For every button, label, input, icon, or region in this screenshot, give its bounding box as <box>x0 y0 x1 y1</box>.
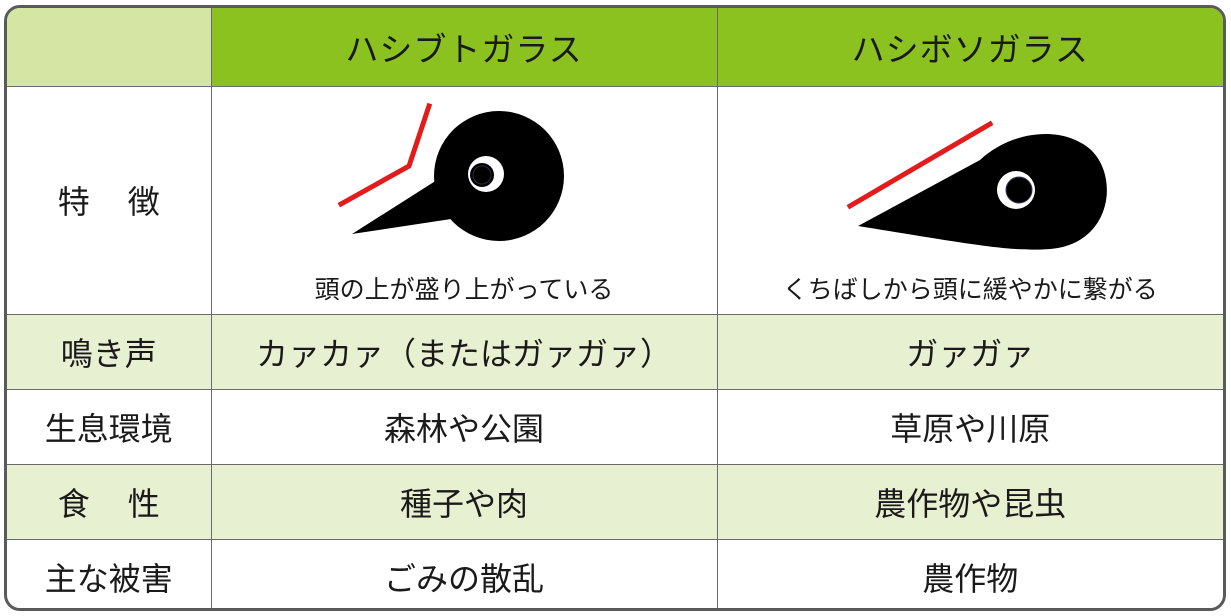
jungle-crow-head-icon <box>337 102 564 241</box>
features-caption-jungle-crow: 頭の上が盛り上がっている <box>314 275 614 304</box>
row-label-diet: 食性 <box>7 463 212 540</box>
table-cell: 草原や川原 <box>716 388 1223 465</box>
table-cell: 農作物や昆虫 <box>716 463 1223 540</box>
table-cell: 種子や肉 <box>210 463 718 540</box>
column-header-carrion-crow: ハシボソガラス <box>716 8 1223 87</box>
comparison-table-frame: ハシブトガラス ハシボソガラス 特徴 頭の上が盛り上がっている <box>4 5 1226 611</box>
row-label-features: 特徴 <box>7 85 212 315</box>
forehead-outline-line <box>337 102 433 208</box>
row-label-habitat: 生息環境 <box>7 388 212 465</box>
table-cell: ごみの散乱 <box>210 538 718 608</box>
features-row: 特徴 頭の上が盛り上がっている <box>7 85 1223 315</box>
table-cell: 農作物 <box>716 538 1223 608</box>
header-row: ハシブトガラス ハシボソガラス <box>7 8 1223 87</box>
table-row-habitat: 生息環境 森林や公園 草原や川原 <box>7 388 1223 465</box>
features-cell-carrion-crow: くちばしから頭に緩やかに繋がる <box>716 85 1223 315</box>
header-corner-cell <box>7 8 212 87</box>
table-row-diet: 食性 種子や肉 農作物や昆虫 <box>7 463 1223 540</box>
table-cell: カァカァ（またはガァガァ） <box>210 313 718 390</box>
row-label-damage: 主な被害 <box>7 538 212 608</box>
forehead-outline-line <box>846 120 994 210</box>
features-cell-jungle-crow: 頭の上が盛り上がっている <box>210 85 718 315</box>
table-cell: 森林や公園 <box>210 388 718 465</box>
crow-comparison-table: ハシブトガラス ハシボソガラス 特徴 頭の上が盛り上がっている <box>7 8 1223 608</box>
table-row-damage: 主な被害 ごみの散乱 農作物 <box>7 538 1223 608</box>
table-cell: ガァガァ <box>716 313 1223 390</box>
column-header-jungle-crow: ハシブトガラス <box>210 8 718 87</box>
carrion-crow-head-icon <box>846 120 1108 250</box>
features-caption-carrion-crow: くちばしから頭に緩やかに繋がる <box>782 275 1158 304</box>
table-row-call: 鳴き声 カァカァ（またはガァガァ） ガァガァ <box>7 313 1223 390</box>
row-label-call: 鳴き声 <box>7 313 212 390</box>
